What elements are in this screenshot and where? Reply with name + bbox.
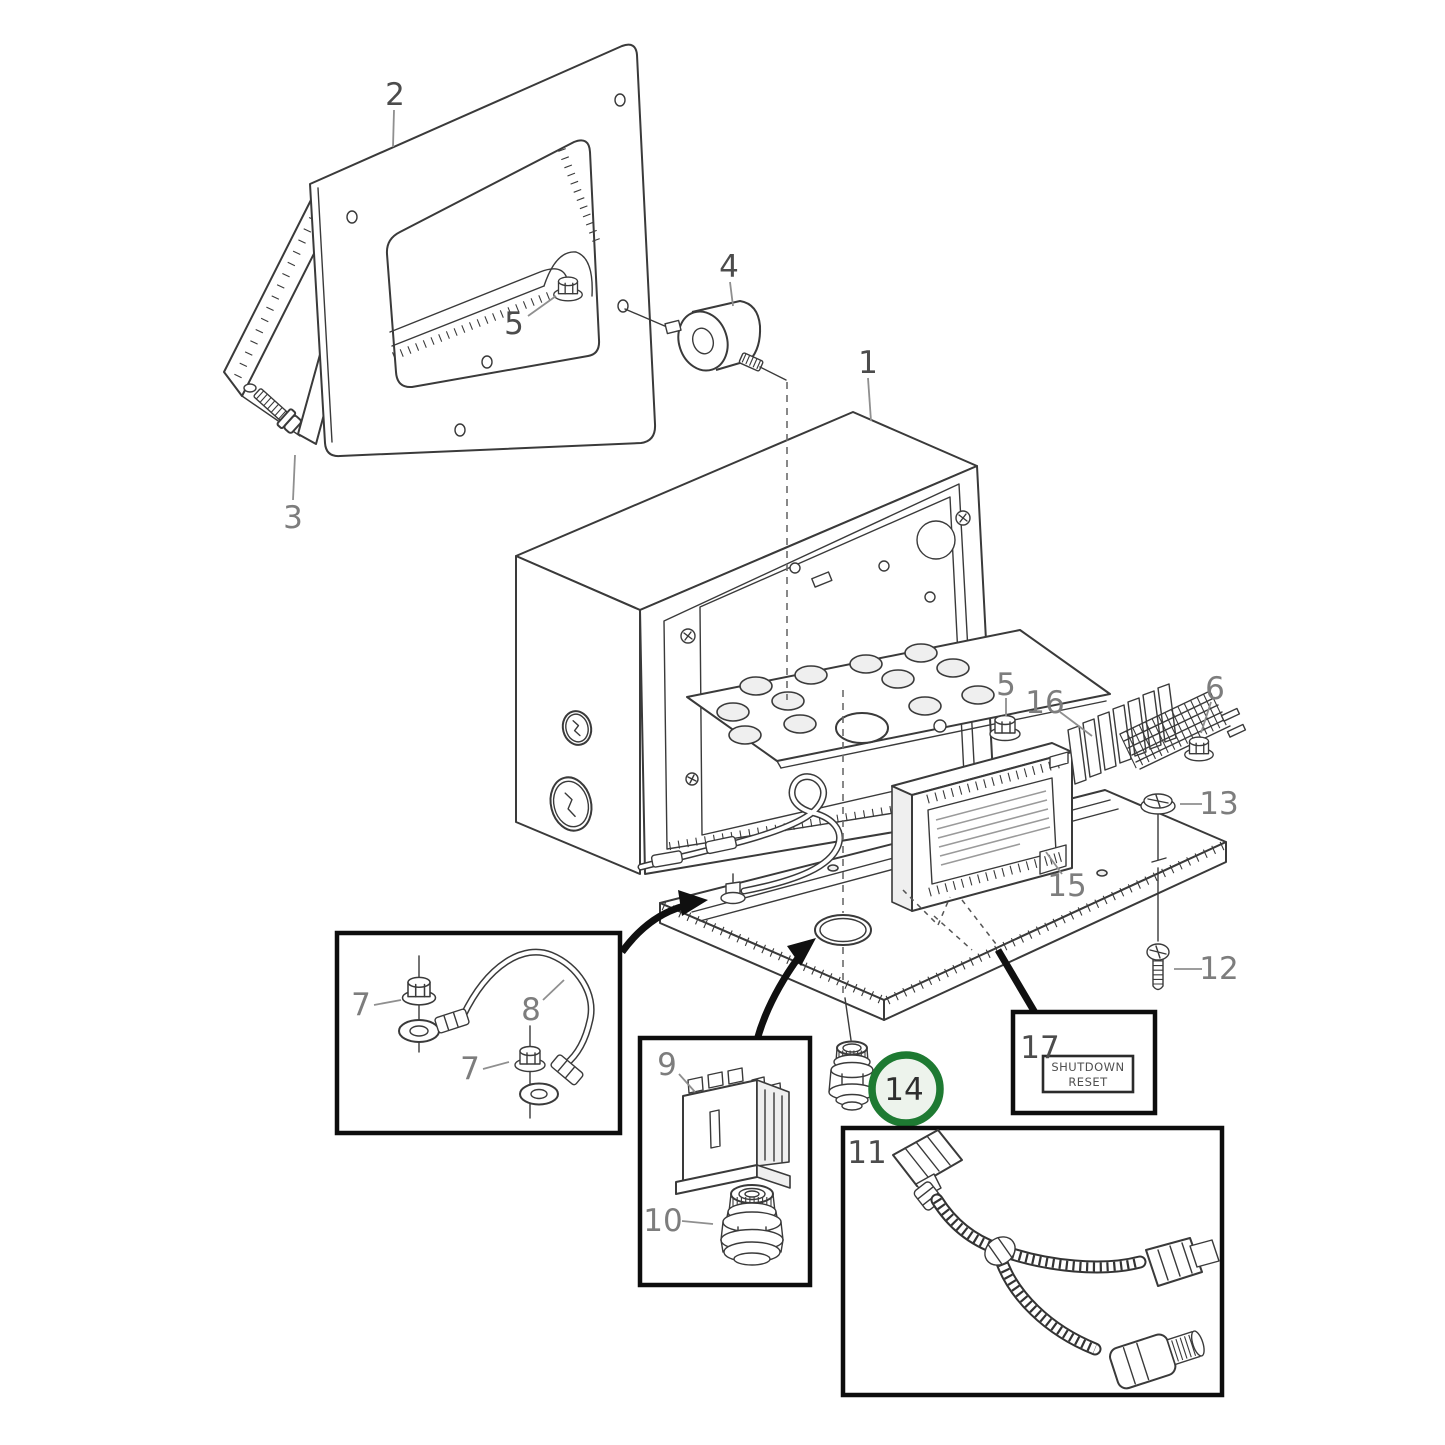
highlight-circle-14[interactable] bbox=[868, 1051, 944, 1127]
cable-gland-10 bbox=[720, 1184, 784, 1266]
cable-gland-14 bbox=[828, 1040, 876, 1111]
screw-12 bbox=[1146, 943, 1170, 991]
callout-8[interactable]: 8 bbox=[521, 992, 541, 1028]
flange-nut-5-upper bbox=[553, 276, 583, 302]
callout-15[interactable]: 15 bbox=[1047, 868, 1086, 904]
alignment-lines bbox=[759, 366, 1041, 1041]
flange-nut-7a bbox=[401, 976, 437, 1006]
callout-14[interactable]: 14 bbox=[884, 1072, 923, 1108]
flange-nut-7b bbox=[514, 1045, 546, 1073]
flange-nut-6 bbox=[1184, 736, 1214, 762]
inset-arrows bbox=[619, 890, 816, 1041]
callout-17[interactable]: 17 bbox=[1020, 1030, 1059, 1066]
inset-relay-gland bbox=[637, 1035, 813, 1288]
callout-12[interactable]: 12 bbox=[1199, 951, 1238, 987]
callout-6[interactable]: 6 bbox=[1205, 671, 1225, 707]
callout-9[interactable]: 9 bbox=[657, 1047, 677, 1083]
perforated-shelf bbox=[685, 629, 1111, 786]
rim-screw bbox=[955, 510, 971, 526]
callouts: 2 3 4 5 1 5 16 6 13 15 12 17 7 8 7 9 10 … bbox=[283, 77, 1239, 1239]
wire-bundle bbox=[1119, 690, 1247, 770]
callout-16[interactable]: 16 bbox=[1025, 685, 1064, 721]
panel-gauge-large bbox=[549, 776, 593, 832]
callout-11[interactable]: 11 bbox=[847, 1135, 886, 1171]
callout-1[interactable]: 1 bbox=[858, 345, 878, 381]
mounting-bracket bbox=[223, 43, 657, 458]
flange-nut-5-lower bbox=[989, 714, 1021, 742]
rim-screw bbox=[680, 628, 696, 644]
shelf-holes bbox=[716, 643, 995, 745]
inset-y-harness bbox=[840, 1125, 1225, 1398]
terminal-block bbox=[1067, 683, 1247, 785]
harness-junction bbox=[984, 1236, 1016, 1266]
callout-7b[interactable]: 7 bbox=[460, 1051, 480, 1087]
flange-nut-13 bbox=[1140, 793, 1176, 942]
callout-3[interactable]: 3 bbox=[283, 500, 303, 536]
callout-7a[interactable]: 7 bbox=[351, 987, 371, 1023]
callout-5a[interactable]: 5 bbox=[504, 306, 524, 342]
harness-connector-c bbox=[1109, 1330, 1205, 1390]
shutdown-line1: SHUTDOWN bbox=[1051, 1060, 1124, 1074]
callout-13[interactable]: 13 bbox=[1199, 786, 1238, 822]
shutdown-reset-label bbox=[1041, 1054, 1135, 1094]
panel-gauge-small bbox=[561, 710, 593, 746]
shutdown-line2: RESET bbox=[1068, 1075, 1108, 1089]
shelf-screw bbox=[685, 772, 699, 786]
callout-4[interactable]: 4 bbox=[719, 249, 739, 285]
circuit-board-module bbox=[891, 742, 1073, 912]
harness-connector-b bbox=[1145, 1237, 1220, 1287]
callout-2[interactable]: 2 bbox=[385, 77, 405, 113]
ground-stud bbox=[720, 873, 746, 905]
control-box bbox=[515, 411, 996, 875]
inset-ground-strap bbox=[334, 930, 623, 1136]
callout-10[interactable]: 10 bbox=[643, 1203, 682, 1239]
callout-5b[interactable]: 5 bbox=[996, 667, 1016, 703]
ground-wire bbox=[637, 773, 843, 905]
shutdown-reset-box: SHUTDOWN RESET bbox=[1010, 1009, 1158, 1116]
alarm-buzzer bbox=[624, 300, 764, 372]
relay bbox=[675, 1067, 791, 1199]
flange-bolt-3 bbox=[253, 388, 302, 434]
